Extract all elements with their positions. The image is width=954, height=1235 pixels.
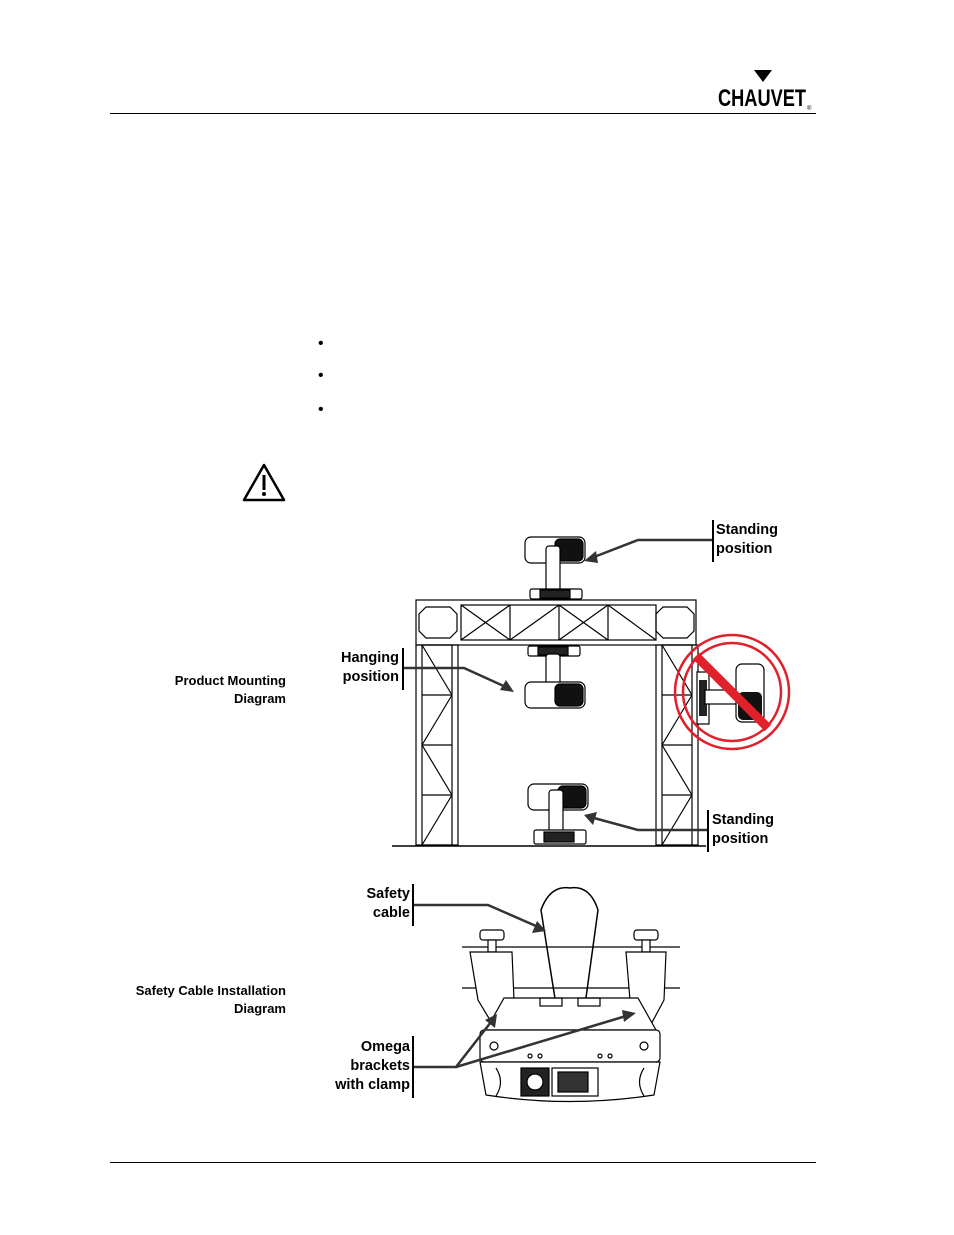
bullet-3: • [318, 401, 324, 418]
chauvet-logo: CHAUVET ® [716, 70, 812, 112]
bullet-1: • [318, 335, 324, 352]
label-safety-cable: Safety cable [366, 886, 410, 921]
warning-icon [242, 463, 286, 502]
label-bar-hanging [402, 648, 404, 690]
label-bar-omega [412, 1036, 414, 1098]
logo-wordmark: CHAUVET [718, 85, 806, 112]
svg-text:®: ® [807, 105, 812, 112]
leader-lines [404, 538, 712, 832]
prohibited-icon [673, 633, 791, 751]
bullet-2: • [318, 367, 324, 384]
omega-brackets [469, 929, 667, 1032]
label-bar-standing-top [712, 520, 714, 562]
fixture-standing-bottom [527, 783, 589, 845]
fixture-hanging [524, 645, 586, 709]
header-rule [110, 113, 816, 114]
safety-arrowheads [485, 921, 636, 1028]
label-omega-brackets: Omega brackets with clamp [335, 1039, 410, 1093]
truss-structure [392, 599, 706, 847]
label-bar-standing-bottom [707, 810, 709, 852]
fixture-base [479, 997, 661, 1103]
caption-safety-cable: Safety Cable Installation Diagram [135, 983, 286, 1016]
safety-cable-loop [540, 886, 599, 1006]
label-standing-top: Standing position [716, 522, 779, 557]
arrowheads [500, 551, 598, 825]
fixture-standing-top [524, 536, 586, 600]
label-standing-bottom: Standing position [712, 812, 775, 847]
label-hanging: Hanging position [341, 650, 399, 685]
caption-product-mounting: Product Mounting Diagram [174, 673, 286, 706]
safety-leader-lines [413, 903, 627, 1069]
label-bar-safety-cable [412, 884, 414, 926]
footer-rule [110, 1162, 816, 1163]
